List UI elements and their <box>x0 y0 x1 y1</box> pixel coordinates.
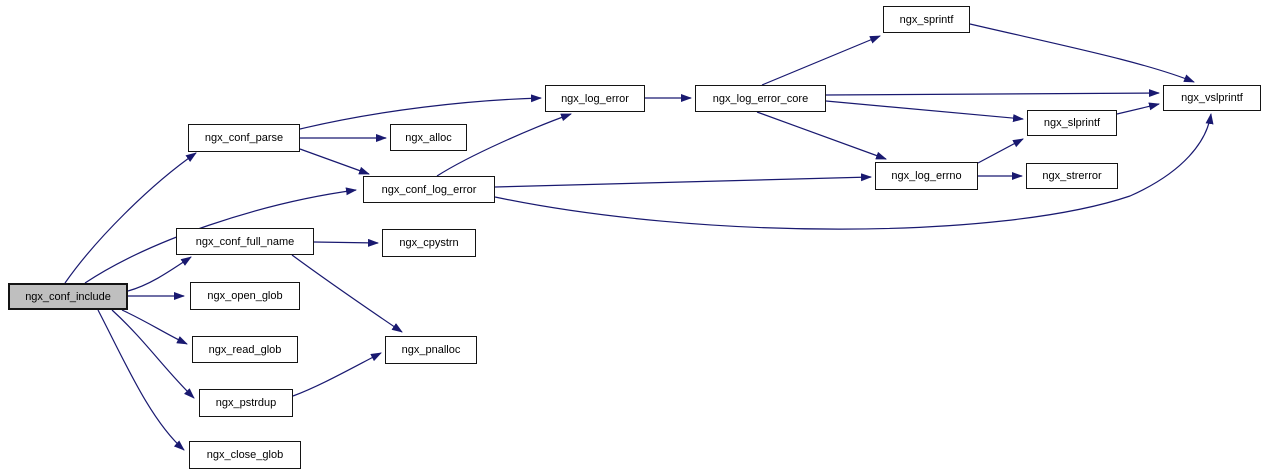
node-ngx_conf_parse[interactable]: ngx_conf_parse <box>188 124 300 152</box>
node-ngx_conf_include: ngx_conf_include <box>8 283 128 310</box>
edge-ngx_sprintf-ngx_vslprintf <box>969 23 1195 83</box>
edge-ngx_slprintf-ngx_vslprintf <box>1116 102 1160 115</box>
node-ngx_read_glob[interactable]: ngx_read_glob <box>192 336 298 363</box>
edge-ngx_pstrdup-ngx_pnalloc <box>292 352 382 397</box>
node-ngx_pnalloc[interactable]: ngx_pnalloc <box>385 336 477 364</box>
edge-ngx_conf_log_error-ngx_vslprintf <box>494 113 1214 230</box>
edge-ngx_conf_include-ngx_pstrdup <box>111 309 195 399</box>
edge-ngx_log_error_core-ngx_slprintf <box>825 100 1024 123</box>
node-ngx_conf_log_error[interactable]: ngx_conf_log_error <box>363 176 495 203</box>
edge-ngx_log_error_core-ngx_vslprintf <box>825 89 1160 98</box>
edge-ngx_conf_log_error-ngx_log_error <box>436 113 572 177</box>
node-ngx_vslprintf[interactable]: ngx_vslprintf <box>1163 85 1261 111</box>
node-ngx_cpystrn[interactable]: ngx_cpystrn <box>382 229 476 257</box>
edge-ngx_conf_include-ngx_close_glob <box>97 309 185 451</box>
edge-ngx_conf_include-ngx_read_glob <box>121 309 188 345</box>
node-ngx_log_error_core[interactable]: ngx_log_error_core <box>695 85 826 112</box>
edge-ngx_log_errno-ngx_slprintf <box>977 138 1024 164</box>
node-ngx_conf_full_name[interactable]: ngx_conf_full_name <box>176 228 314 255</box>
edge-ngx_conf_include-ngx_conf_log_error <box>84 187 357 284</box>
node-ngx_close_glob[interactable]: ngx_close_glob <box>189 441 301 469</box>
edge-ngx_conf_log_error-ngx_log_errno <box>494 173 872 188</box>
edge-ngx_log_error_core-ngx_sprintf <box>761 35 881 86</box>
edge-ngx_conf_parse-ngx_log_error <box>299 94 542 130</box>
edge-ngx_conf_full_name-ngx_pnalloc <box>291 254 403 333</box>
node-ngx_strerror[interactable]: ngx_strerror <box>1026 163 1118 189</box>
node-ngx_slprintf[interactable]: ngx_slprintf <box>1027 110 1117 136</box>
edge-ngx_conf_full_name-ngx_cpystrn <box>313 238 379 247</box>
node-ngx_sprintf[interactable]: ngx_sprintf <box>883 6 970 33</box>
node-ngx_log_error[interactable]: ngx_log_error <box>545 85 645 112</box>
edge-ngx_conf_parse-ngx_conf_log_error <box>299 148 370 175</box>
node-ngx_pstrdup[interactable]: ngx_pstrdup <box>199 389 293 417</box>
node-ngx_log_errno[interactable]: ngx_log_errno <box>875 162 978 190</box>
edge-ngx_log_error_core-ngx_log_errno <box>756 111 887 160</box>
edge-ngx_conf_include-ngx_conf_full_name <box>127 256 192 292</box>
node-ngx_alloc[interactable]: ngx_alloc <box>390 124 467 151</box>
edge-ngx_conf_include-ngx_conf_parse <box>64 152 197 284</box>
node-ngx_open_glob[interactable]: ngx_open_glob <box>190 282 300 310</box>
